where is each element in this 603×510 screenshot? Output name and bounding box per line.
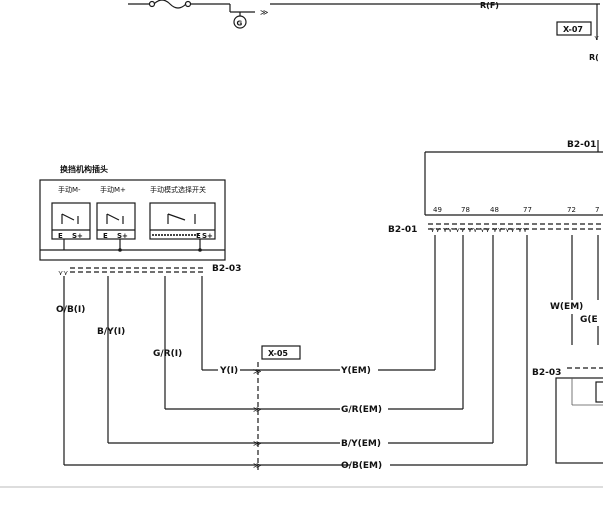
shifter-housing: [39, 179, 226, 261]
shifter-connector: 换挡机构插头 手动M- 手动M+ 手动模式选择开关 E S+ E S+ E S+…: [39, 164, 241, 277]
pin-7: 7: [595, 206, 599, 214]
wire-gri: G/R(I): [153, 349, 182, 359]
wire-yem: Y(EM): [340, 366, 371, 376]
wire-gem-cut: G(E: [580, 315, 598, 325]
ecu-connector-top: B2-01: [567, 140, 596, 150]
switch-contact-icon: [106, 213, 124, 224]
pin-77: 77: [523, 206, 532, 214]
fuse-terminal-left: [148, 0, 156, 8]
fuse-icon: [153, 0, 187, 9]
top-wiring: ≫ G R(F) X-07 ⋎ R(: [128, 0, 600, 62]
pin-s-1: S+: [72, 232, 83, 240]
switch-m-minus-label: 手动M-: [58, 185, 81, 194]
connector-mark: ≫: [260, 8, 268, 17]
switch-mode-select-label: 手动模式选择开关: [150, 185, 206, 194]
switch-contact-icon: [167, 213, 196, 224]
fuse-terminal-right: [184, 0, 192, 8]
ground-label: G: [237, 20, 243, 28]
connector-x07-box: [556, 21, 592, 36]
switch-m-plus-label: 手动M+: [100, 185, 126, 194]
connector-x05-box: [261, 345, 301, 360]
connector-b2-03: B2-03: [212, 264, 241, 274]
ecu-lower-housing: [555, 377, 603, 464]
pin-e-1: E: [58, 232, 63, 240]
pin-72: 72: [567, 206, 576, 214]
harness-wires: O/B(I) B/Y(I) G/R(I) Y(I) X-05 ≫ ≫ ≫ ≫ Y…: [56, 276, 527, 471]
ecu-connector-left: B2-01: [388, 225, 417, 235]
pin-s-3: S+: [202, 232, 213, 240]
wire-byem: B/Y(EM): [341, 439, 381, 449]
pin-mark: ⋎⋎: [58, 269, 68, 277]
wire-yi: Y(I): [219, 366, 238, 376]
conn-mark: ≫: [253, 367, 261, 376]
switch-contact-icon: [61, 213, 79, 224]
ecu-connector-bottom: B2-03: [532, 368, 561, 378]
pin-mark: ⋎⋎ ⋎⋎ ⋎⋎ ⋎⋎ ⋎⋎ ⋎⋎ ⋎⋎ ⋎⋎: [430, 226, 528, 234]
conn-mark: ≫: [253, 461, 261, 470]
pin-e-2: E: [103, 232, 108, 240]
connector-x07: X-07: [563, 25, 583, 34]
wire-label-r-cut: R(: [589, 53, 599, 62]
pin-78: 78: [461, 206, 470, 214]
ground-icon: [233, 15, 247, 29]
wire-label-rf: R(F): [480, 1, 499, 10]
conn-mark: ≫: [253, 405, 261, 414]
switch-m-minus: [51, 202, 91, 240]
wire-grem: G/R(EM): [341, 405, 382, 415]
pin-e-3: E: [196, 232, 201, 240]
ecu-lower-terminal: [595, 381, 603, 403]
connector-mark-x07: ⋎: [594, 34, 599, 42]
connector-x05: X-05: [268, 349, 288, 358]
pin-s-2: S+: [117, 232, 128, 240]
switch-mode-select: [149, 202, 216, 240]
ecu-connector: B2-01 49 78 48 77 72 7 B2-01 ⋎⋎ ⋎⋎ ⋎⋎ ⋎⋎…: [388, 140, 603, 465]
wire-obi: O/B(I): [56, 305, 85, 315]
wire-wem: W(EM): [550, 302, 583, 312]
shifter-title: 换挡机构插头: [60, 164, 108, 174]
pin-48: 48: [490, 206, 499, 214]
wire-byi: B/Y(I): [97, 327, 125, 337]
switch-m-plus: [96, 202, 136, 240]
pin-49: 49: [433, 206, 442, 214]
conn-mark: ≫: [253, 439, 261, 448]
wire-obem: O/B(EM): [341, 461, 382, 471]
